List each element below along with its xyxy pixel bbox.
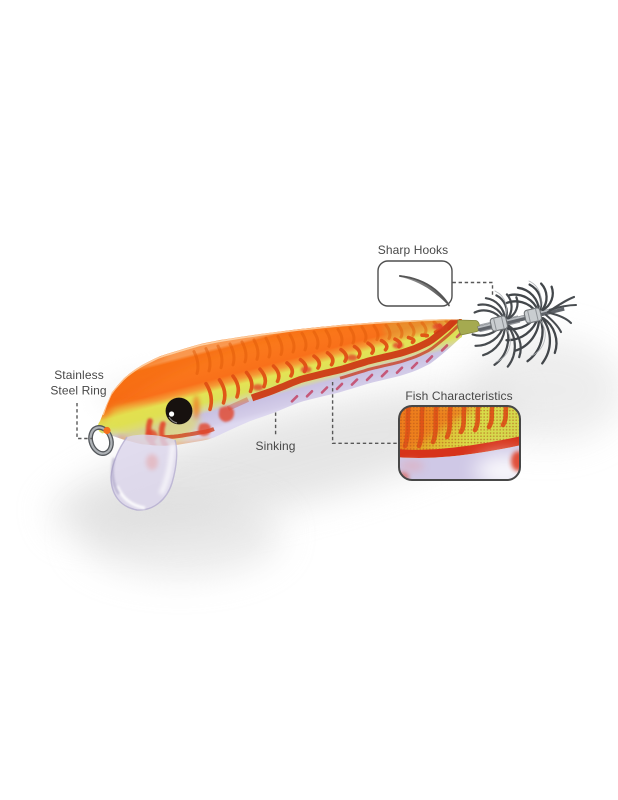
svg-text:Sinking: Sinking [255,439,295,453]
svg-text:Stainless: Stainless [54,368,104,382]
svg-text:Fish Characteristics: Fish Characteristics [405,389,512,403]
svg-text:Steel Ring: Steel Ring [50,384,106,398]
svg-text:Sharp Hooks: Sharp Hooks [378,243,448,257]
